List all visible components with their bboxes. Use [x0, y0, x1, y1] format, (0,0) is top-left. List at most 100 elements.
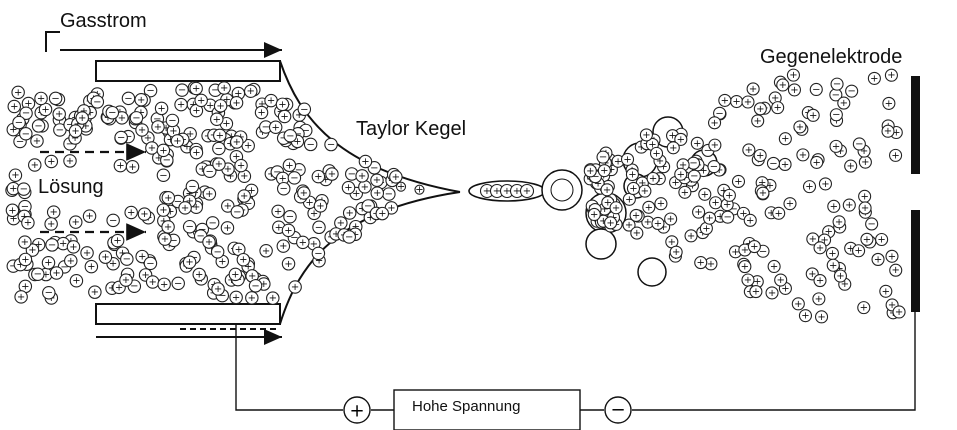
- svg-text:+: +: [248, 271, 256, 282]
- svg-text:+: +: [705, 213, 713, 224]
- svg-text:+: +: [863, 234, 871, 245]
- svg-text:+: +: [841, 279, 849, 290]
- ion: +: [771, 101, 785, 115]
- ion: +: [858, 201, 872, 215]
- svg-text:+: +: [206, 100, 214, 111]
- ion: +: [221, 199, 235, 213]
- svg-text:−: −: [124, 93, 132, 104]
- ion: −: [121, 91, 136, 106]
- ion: +: [46, 205, 61, 219]
- ion: +: [730, 94, 744, 109]
- svg-text:+: +: [731, 247, 739, 258]
- svg-text:+: +: [840, 98, 848, 109]
- svg-text:+: +: [314, 172, 322, 183]
- ion: +: [135, 123, 149, 137]
- ion: +: [674, 132, 688, 146]
- svg-text:+: +: [87, 262, 95, 273]
- ion: +: [134, 93, 148, 107]
- ion: +: [124, 205, 138, 220]
- svg-text:+: +: [352, 188, 360, 199]
- svg-text:−: −: [724, 212, 732, 223]
- svg-text:+: +: [694, 207, 702, 218]
- ion: +: [875, 232, 889, 247]
- svg-text:+: +: [781, 159, 789, 170]
- svg-text:+: +: [874, 254, 882, 265]
- svg-text:+: +: [358, 204, 366, 215]
- ion: +: [182, 255, 197, 269]
- ion: −: [283, 209, 297, 224]
- high-voltage-box: [393, 389, 581, 430]
- svg-text:+: +: [83, 248, 91, 259]
- ion: −: [160, 153, 174, 167]
- svg-text:+: +: [322, 174, 330, 185]
- svg-text:+: +: [260, 279, 268, 290]
- ion: +: [793, 120, 807, 134]
- svg-text:+: +: [809, 110, 817, 121]
- ion: +: [796, 148, 810, 162]
- svg-text:+: +: [224, 201, 232, 212]
- svg-text:+: +: [741, 245, 749, 256]
- svg-text:+: +: [113, 236, 121, 247]
- ion: +: [709, 196, 723, 210]
- svg-text:+: +: [845, 200, 853, 211]
- svg-text:+: +: [166, 135, 174, 146]
- svg-text:−: −: [832, 110, 840, 121]
- svg-text:+: +: [836, 146, 844, 157]
- ion: +: [110, 233, 125, 248]
- ion: +: [156, 143, 171, 158]
- svg-text:−: −: [117, 132, 125, 143]
- svg-text:−: −: [244, 198, 252, 209]
- ion: −: [596, 150, 610, 164]
- svg-text:+: +: [767, 208, 775, 219]
- ion: −: [276, 181, 291, 196]
- ion: +: [698, 187, 712, 201]
- svg-text:+: +: [397, 182, 405, 193]
- svg-text:+: +: [815, 294, 823, 305]
- ion: +: [220, 221, 235, 235]
- svg-text:+: +: [169, 126, 177, 137]
- svg-text:+: +: [205, 237, 213, 248]
- svg-text:+: +: [707, 259, 715, 270]
- ion: −: [105, 105, 120, 120]
- svg-text:+: +: [659, 162, 667, 173]
- svg-text:−: −: [60, 262, 68, 273]
- svg-text:+: +: [361, 156, 369, 167]
- svg-text:+: +: [162, 123, 170, 134]
- ion: +: [217, 81, 231, 95]
- ion: +: [44, 154, 59, 169]
- ion: +: [646, 171, 660, 186]
- svg-text:+: +: [877, 235, 885, 246]
- svg-text:+: +: [232, 292, 240, 303]
- svg-text:+: +: [305, 197, 313, 208]
- ion: −: [185, 179, 200, 194]
- svg-text:+: +: [734, 176, 742, 187]
- svg-text:−: −: [769, 158, 777, 169]
- ion: +: [742, 143, 756, 157]
- svg-text:+: +: [164, 193, 172, 204]
- svg-text:+: +: [824, 227, 832, 238]
- svg-text:+: +: [207, 243, 215, 254]
- svg-text:−: −: [174, 278, 182, 289]
- svg-text:+: +: [523, 186, 531, 197]
- svg-text:+: +: [687, 231, 695, 242]
- svg-text:−: −: [302, 125, 310, 136]
- svg-text:+: +: [632, 210, 640, 221]
- svg-text:+: +: [140, 209, 148, 220]
- svg-text:−: −: [315, 222, 323, 233]
- svg-text:+: +: [816, 276, 824, 287]
- svg-text:−: −: [66, 139, 74, 150]
- svg-text:+: +: [808, 269, 816, 280]
- ion: −: [19, 106, 33, 120]
- ion: +: [52, 107, 66, 121]
- svg-text:+: +: [332, 229, 340, 240]
- ion: −: [852, 137, 866, 151]
- svg-text:−: −: [273, 167, 281, 178]
- ion: +: [276, 239, 291, 253]
- svg-text:+: +: [257, 108, 265, 119]
- ion: +: [747, 240, 761, 254]
- svg-text:−: −: [124, 132, 132, 143]
- svg-text:+: +: [177, 100, 185, 111]
- ion: −: [17, 182, 31, 196]
- svg-text:+: +: [127, 207, 135, 218]
